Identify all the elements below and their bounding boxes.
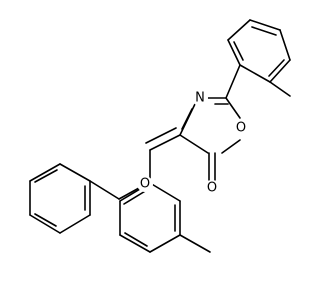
vinyl-double-bond-2 <box>145 127 177 144</box>
oxazolone-ring <box>179 97 241 154</box>
svg-text:N: N <box>195 91 205 106</box>
benzyl-phenyl-ring <box>29 163 91 234</box>
vinyl-double-bond-1 <box>149 134 181 151</box>
svg-text:O: O <box>140 177 150 192</box>
atom-oxygen-carbonyl: O <box>204 180 220 196</box>
ether-bond-left <box>118 187 140 200</box>
atom-nitrogen-ring: N <box>192 90 208 106</box>
svg-text:O: O <box>236 121 246 136</box>
benzyl-ch2-bond <box>89 180 120 200</box>
tolyl-methyl-bond <box>269 81 291 97</box>
ring-methyl-bond <box>179 234 211 253</box>
methylphenyl-ring <box>119 182 181 253</box>
svg-text:O: O <box>207 181 217 196</box>
atom-oxygen-ring: O <box>233 120 249 136</box>
oxazole-aryl-bond <box>225 64 241 99</box>
tolyl-ring <box>227 19 291 83</box>
atom-oxygen-ether: O <box>137 176 153 192</box>
molecule-structure: O N O O <box>29 19 291 253</box>
